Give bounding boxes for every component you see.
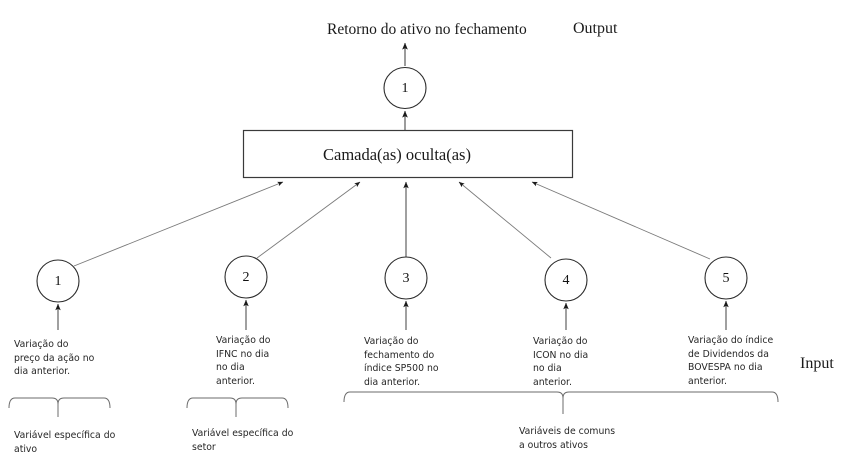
- group-label-asset-specific: Variável específica do ativo: [14, 430, 116, 455]
- input-node-3-number: 3: [402, 271, 410, 286]
- input-node-2-caption: Variação do IFNC no dia no dia anterior.: [216, 335, 271, 387]
- input-node-4-number: 4: [562, 273, 570, 288]
- group-brace-2: [186, 397, 289, 417]
- input-node-4-circle: [544, 258, 588, 302]
- group-label-sector-specific: Variável específica do setor: [192, 428, 294, 453]
- output-title-label: Retorno do ativo no fechamento: [327, 21, 527, 38]
- input-node-1-caption: Variação do preço da ação no dia anterio…: [14, 339, 95, 378]
- output-node-number: 1: [401, 81, 409, 96]
- output-node-circle: [383, 66, 427, 110]
- input-node-5-caption: Variação do índice de Dividendos da BOVE…: [688, 335, 774, 387]
- input-node-1-number: 1: [54, 274, 62, 289]
- input-node-4-caption: Variação do ICON no dia no dia anterior.: [533, 336, 589, 388]
- input-node-3-caption: Variação do fechamento do índice SP500 n…: [364, 336, 439, 388]
- input-node-5-circle: [704, 256, 748, 300]
- arrow-input-5-to-hidden: [531, 181, 711, 260]
- input-side-label: Input: [800, 355, 834, 372]
- input-node-5-number: 5: [722, 271, 730, 286]
- input-node-2-number: 2: [242, 270, 250, 285]
- group-brace-1: [8, 397, 111, 417]
- hidden-layer-box: [242, 129, 574, 179]
- input-node-1-circle: [36, 259, 80, 303]
- arrow-input-4-to-hidden: [458, 181, 552, 259]
- input-node-3-circle: [384, 256, 428, 300]
- group-label-common-variables: Variáveis de comuns a outros ativos: [519, 426, 616, 451]
- arrow-input-1-to-hidden: [73, 181, 284, 267]
- hidden-layer-label: Camada(as) oculta(as): [323, 145, 471, 164]
- group-brace-3: [343, 391, 779, 414]
- input-node-2-circle: [224, 255, 268, 299]
- output-side-label: Output: [573, 20, 618, 37]
- arrow-input-2-to-hidden: [256, 181, 361, 259]
